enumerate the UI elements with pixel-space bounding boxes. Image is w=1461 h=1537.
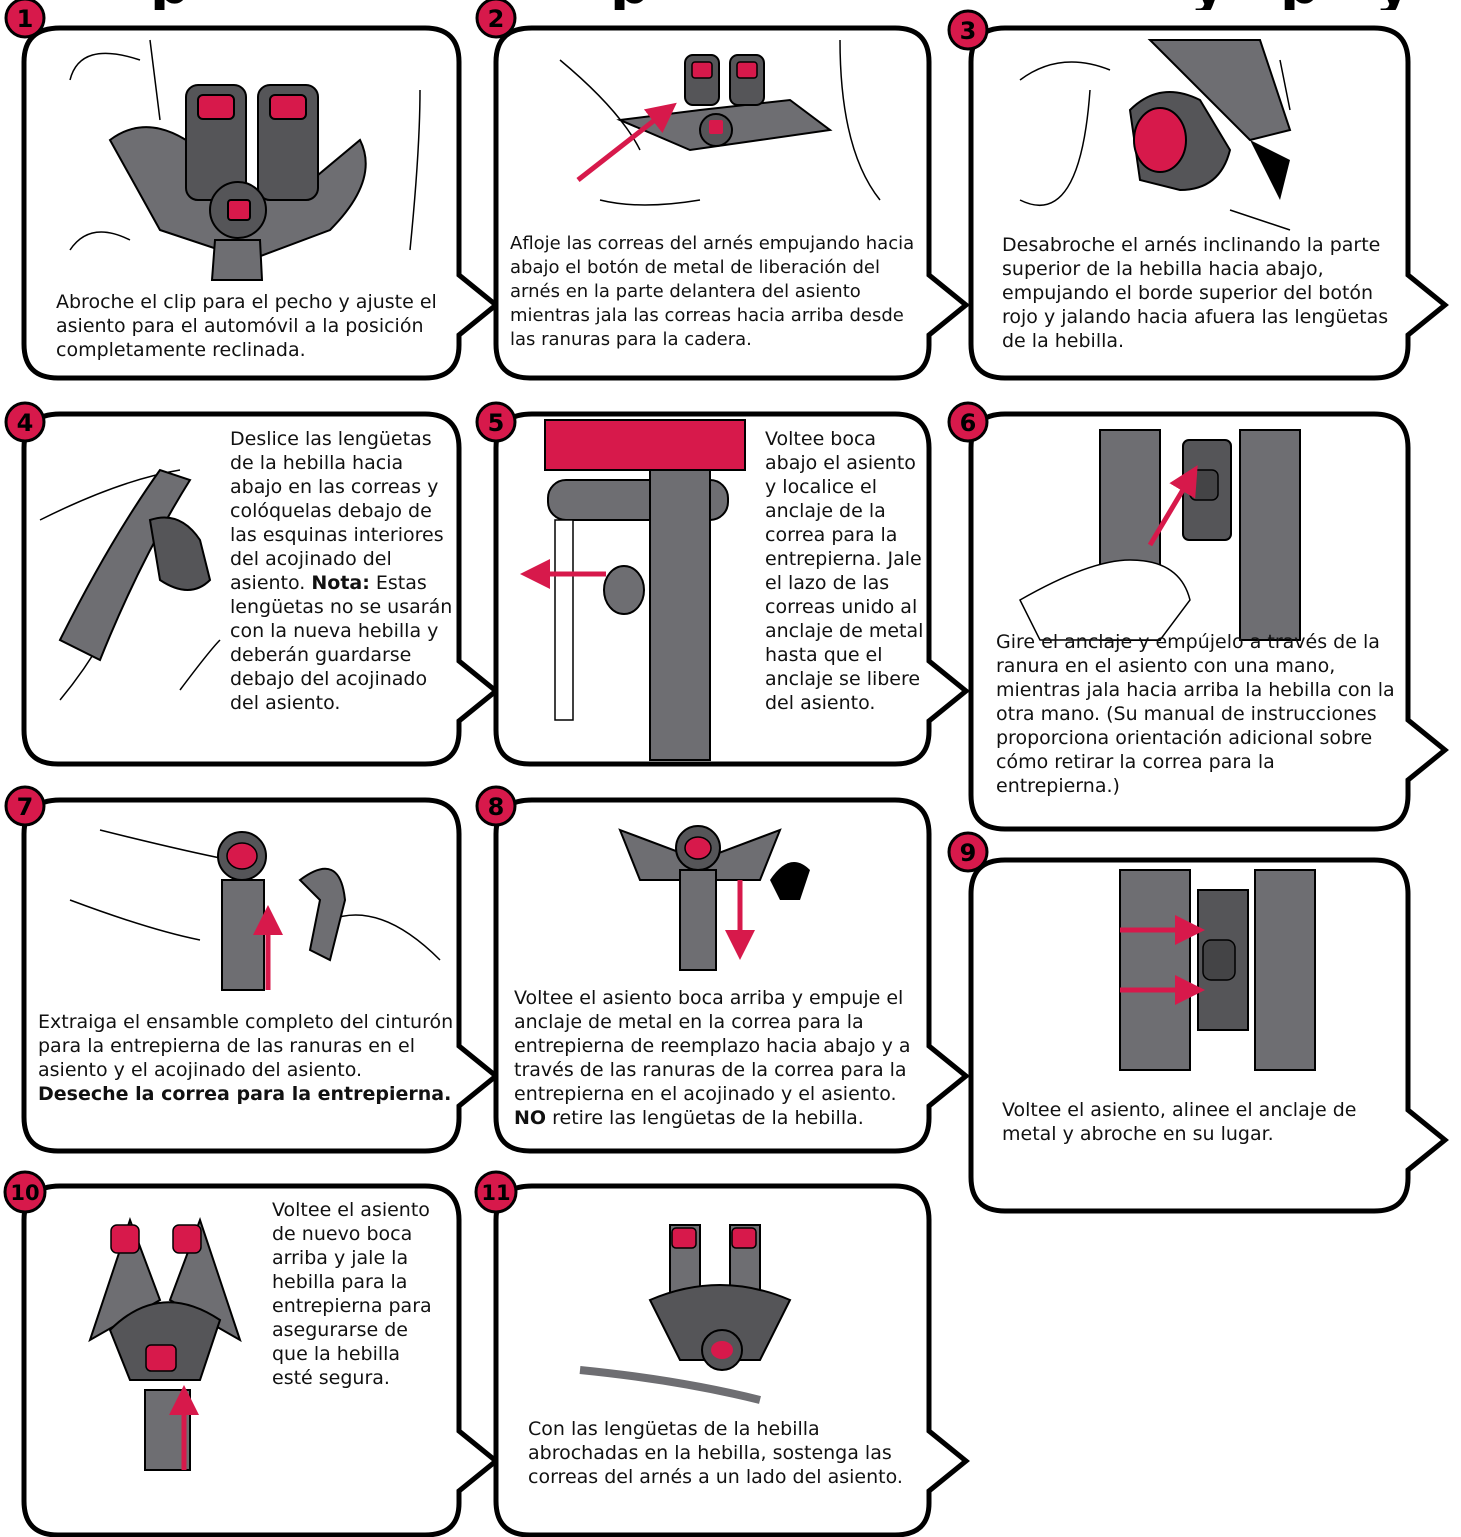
step-11-text: Con las lengüetas de la hebilla abrochad… <box>528 1417 908 1489</box>
step-badge-6: 6 <box>949 403 987 441</box>
step-4-text: Deslice las lengüetas de la hebilla haci… <box>230 427 455 715</box>
step-1-text: Abroche el clip para el pecho y ajuste e… <box>56 290 451 362</box>
note-label: Nota: <box>311 572 369 594</box>
step-badge-5: 5 <box>477 403 515 441</box>
step-badge-10: 10 <box>5 1172 45 1212</box>
step-number: 9 <box>960 839 977 867</box>
step-6-text: Gire el anclaje y empújelo a través de l… <box>996 630 1396 798</box>
step-number: 2 <box>488 5 505 33</box>
step-number: 6 <box>960 409 977 437</box>
step-8-text: Voltee el asiento boca arriba y empuje e… <box>514 986 934 1130</box>
step-panel-9 <box>971 860 1445 1211</box>
step-number: 4 <box>17 409 34 437</box>
step-badge-11: 11 <box>476 1172 516 1212</box>
step-number: 5 <box>488 409 505 437</box>
warning-no: NO <box>514 1107 546 1129</box>
step-10-text: Voltee el asiento de nuevo boca arriba y… <box>272 1198 442 1390</box>
step-3-text: Desabroche el arnés inclinando la parte … <box>1002 233 1397 353</box>
step-number: 1 <box>17 5 34 33</box>
step-7-text: Extraiga el ensamble completo del cintur… <box>38 1010 458 1106</box>
discard-instruction: Deseche la correa para la entrepierna. <box>38 1083 451 1105</box>
step-number: 7 <box>17 793 34 821</box>
step-badge-1: 1 <box>6 0 44 37</box>
step-number: 3 <box>960 17 977 45</box>
step-badge-8: 8 <box>477 787 515 825</box>
step-9-text: Voltee el asiento, alinee el anclaje de … <box>1002 1098 1397 1146</box>
step-5-text: Voltee boca abajo el asiento y localice … <box>765 427 925 715</box>
step-badge-9: 9 <box>949 833 987 871</box>
step-2-text: Afloje las correas del arnés empujando h… <box>510 232 930 352</box>
step-number: 10 <box>10 1181 39 1205</box>
step-number: 8 <box>488 793 505 821</box>
step-badge-4: 4 <box>6 403 44 441</box>
step-number: 11 <box>481 1181 510 1205</box>
step-badge-2: 2 <box>477 0 515 37</box>
step-badge-7: 7 <box>6 787 44 825</box>
step-badge-3: 3 <box>949 11 987 49</box>
